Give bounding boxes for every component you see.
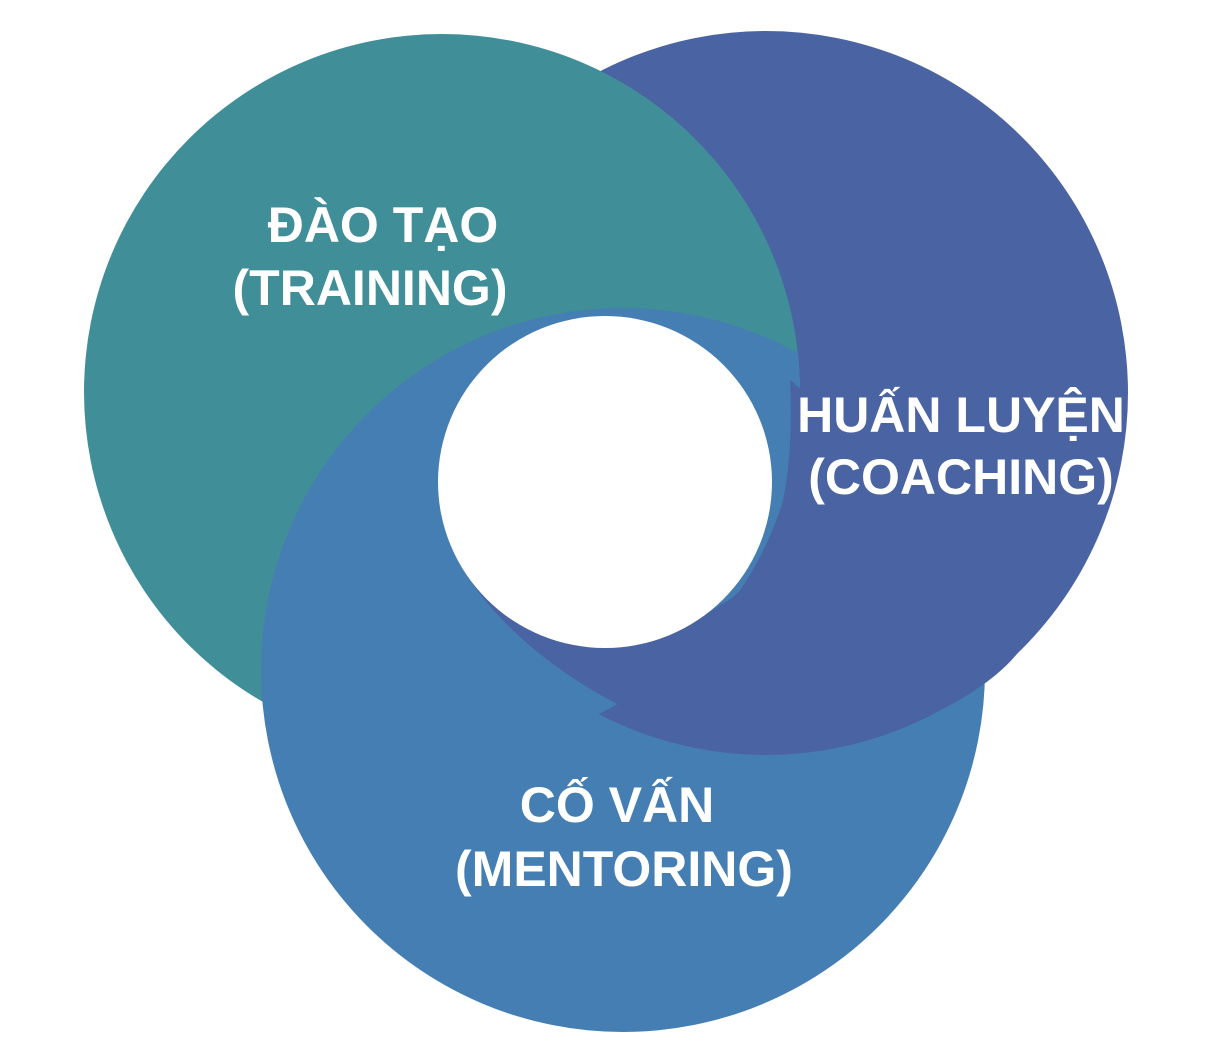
mentoring-label-line1: CỐ VẤN xyxy=(520,776,714,833)
coaching-label-line1: HUẤN LUYỆN xyxy=(797,387,1125,443)
center-hole xyxy=(438,316,772,648)
mentoring-label-line2: (MENTORING) xyxy=(455,841,793,897)
coaching-label-line2: (COACHING) xyxy=(808,449,1114,505)
training-label-line1: ĐÀO TẠO xyxy=(268,197,499,253)
coaching-swoosh xyxy=(458,380,1020,750)
training-label-line2: (TRAINING) xyxy=(233,260,508,316)
